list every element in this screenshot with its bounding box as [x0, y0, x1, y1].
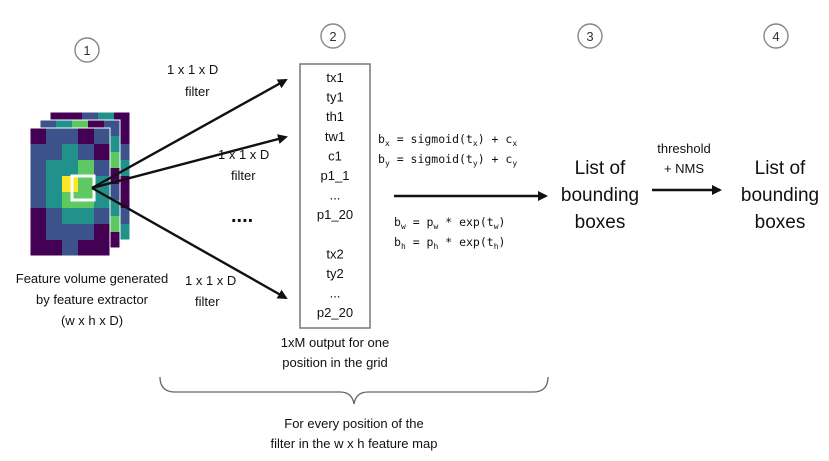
list3-line-1: List of [575, 158, 626, 179]
volume-cell [94, 160, 110, 176]
output-caption-2: position in the grid [282, 355, 388, 370]
ellipsis: .... [231, 205, 253, 227]
volume-cell [62, 176, 78, 192]
step-4-label: 4 [772, 29, 779, 44]
brace-caption-1: For every position of the [284, 416, 423, 431]
vector-item: ... [330, 188, 341, 203]
volume-cell [46, 144, 62, 160]
volume-cell [30, 240, 46, 256]
list3-line-3: boxes [575, 212, 626, 233]
volume-cell [94, 144, 110, 160]
threshold-label-1: threshold [657, 141, 710, 156]
volume-cell [62, 144, 78, 160]
volume-cell [30, 160, 46, 176]
volume-cell [62, 208, 78, 224]
output-caption-1: 1xM output for one [281, 335, 389, 350]
vector-item: tx1 [326, 70, 343, 85]
feature-volume [29, 111, 131, 257]
filter-label-bottom-1: 1 x 1 x D [185, 273, 236, 288]
list4-line-2: bounding [741, 185, 819, 206]
vector-item: tw1 [325, 129, 345, 144]
equation-bx: bx = sigmoid(tx) + cx [378, 132, 517, 148]
filter-label-mid-2: filter [231, 168, 256, 183]
vector-item: p2_20 [317, 305, 353, 320]
volume-cell [46, 240, 62, 256]
step-1-label: 1 [83, 43, 90, 58]
filter-label-top-1: 1 x 1 x D [167, 62, 218, 77]
volume-cell [62, 160, 78, 176]
step-3-marker: 3 [577, 23, 603, 49]
volume-caption-3: (w x h x D) [61, 313, 123, 328]
vector-item: tx2 [326, 246, 343, 261]
output-vector-box [299, 63, 371, 329]
filter-label-bottom-2: filter [195, 294, 220, 309]
equation-by: by = sigmoid(ty) + cy [378, 152, 517, 168]
volume-cell [62, 128, 78, 144]
vector-item: ty2 [326, 266, 343, 281]
list4-line-1: List of [755, 158, 806, 179]
volume-cell [30, 208, 46, 224]
volume-cell [46, 176, 62, 192]
step-4-marker: 4 [763, 23, 789, 49]
volume-cell [46, 160, 62, 176]
list3-line-2: bounding [561, 185, 639, 206]
brace-caption-2: filter in the w x h feature map [271, 436, 438, 451]
volume-cell [94, 208, 110, 224]
vector-item: p1_20 [317, 207, 353, 222]
filter-label-mid-1: 1 x 1 x D [218, 147, 269, 162]
volume-cell [30, 224, 46, 240]
volume-cell [78, 208, 94, 224]
grid-brace [159, 376, 549, 405]
vector-item: p1_1 [321, 168, 350, 183]
step-3-label: 3 [586, 29, 593, 44]
equation-bw: bw = pw * exp(tw) [394, 215, 505, 231]
volume-cell [30, 128, 46, 144]
volume-layer-edge [29, 127, 111, 257]
volume-cell [62, 240, 78, 256]
volume-cell [46, 128, 62, 144]
vector-item: ty1 [326, 90, 343, 105]
step-1-marker: 1 [74, 37, 100, 63]
volume-caption-2: by feature extractor [36, 292, 149, 307]
volume-cell [62, 224, 78, 240]
step-2-marker: 2 [320, 23, 346, 49]
volume-cell [62, 192, 78, 208]
vector-item: ... [330, 286, 341, 301]
volume-cell [78, 144, 94, 160]
filter-arrow-top [91, 78, 288, 190]
vector-item: c1 [328, 148, 342, 163]
threshold-label-2: + NMS [664, 161, 704, 176]
list4-line-3: boxes [755, 212, 806, 233]
volume-cell [46, 208, 62, 224]
volume-cell [78, 224, 94, 240]
volume-cell [30, 144, 46, 160]
volume-cell [30, 192, 46, 208]
vector-item: th1 [326, 109, 344, 124]
filter-arrow-mid [91, 134, 288, 190]
volume-cell [94, 224, 110, 240]
volume-cell [94, 240, 110, 256]
volume-cell [30, 176, 46, 192]
volume-cell [46, 224, 62, 240]
step-2-label: 2 [329, 29, 336, 44]
filter-arrow-bottom [91, 186, 288, 300]
volume-cell [78, 128, 94, 144]
volume-caption-1: Feature volume generated [16, 271, 168, 286]
volume-cell [78, 160, 94, 176]
filter-label-top-2: filter [185, 84, 210, 99]
volume-cell [78, 240, 94, 256]
volume-cell [94, 128, 110, 144]
equation-bh: bh = ph * exp(th) [394, 235, 505, 251]
output-vector-items: tx1 ty1 th1 tw1 c1 p1_1... p1_20 tx2 ty2... p2_20 [317, 70, 353, 320]
volume-cell [78, 176, 94, 192]
volume-cell [46, 192, 62, 208]
